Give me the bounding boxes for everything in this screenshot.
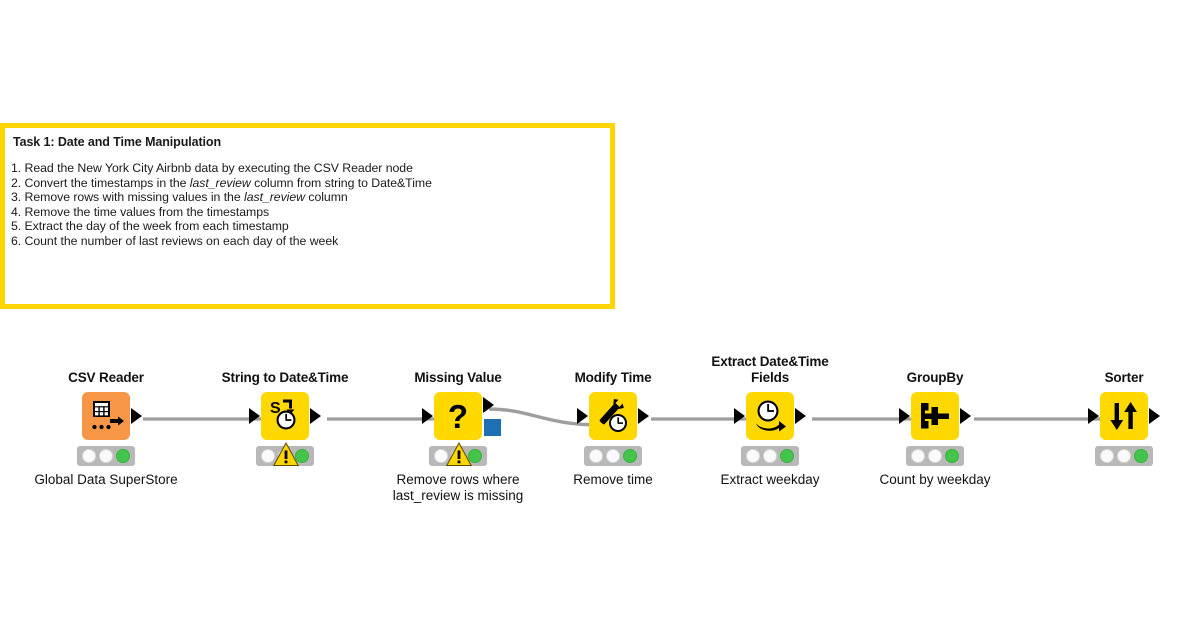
node-sublabel: Global Data SuperStore: [34, 472, 178, 487]
node-icon-box[interactable]: [911, 392, 959, 440]
node-icon-box[interactable]: S: [261, 392, 309, 440]
status-led-idle: [1099, 449, 1114, 463]
node-input-port[interactable]: [899, 408, 910, 424]
status-led-executed: [780, 449, 795, 463]
node-status-bar: [429, 442, 487, 466]
warning-triangle-icon[interactable]: [446, 442, 472, 467]
status-led-idle: [588, 449, 603, 463]
annotation-line: 5. Extract the day of the week from each…: [11, 219, 289, 233]
node-status-bar: [741, 446, 799, 466]
node-extract-datetime-fields[interactable]: Extract Date&Time Fields Extract weekday: [685, 354, 855, 488]
node-status-bar: [256, 442, 314, 466]
wrench-clock-icon: [599, 398, 627, 432]
node-status-bar: [1095, 446, 1153, 466]
node-icon-box[interactable]: [589, 392, 637, 440]
status-led-executed: [468, 449, 483, 463]
node-title: Missing Value: [414, 370, 502, 385]
node-input-port[interactable]: [577, 408, 588, 424]
node-output-port[interactable]: [1149, 408, 1160, 424]
node-icon-box[interactable]: [82, 392, 130, 440]
node-input-port[interactable]: [734, 408, 745, 424]
node-icon-box[interactable]: [746, 392, 794, 440]
node-output-port-data[interactable]: [483, 397, 494, 413]
node-groupby[interactable]: GroupBy Count by weekday: [850, 370, 1020, 488]
status-led-idle: [910, 449, 925, 463]
node-sublabel: Extract weekday: [720, 472, 820, 487]
status-led-idle: [433, 449, 448, 463]
node-status-bar: [584, 446, 642, 466]
annotation-line: 4. Remove the time values from the times…: [11, 204, 270, 219]
node-output-port[interactable]: [960, 408, 971, 424]
node-input-port[interactable]: [1088, 408, 1099, 424]
annotation-line: 1. Read the New York City Airbnb data by…: [11, 161, 413, 175]
status-led-executed: [623, 449, 638, 463]
svg-text:?: ?: [448, 398, 468, 435]
node-title: Sorter: [1104, 370, 1144, 385]
node-title: GroupBy: [906, 370, 964, 385]
status-led-idle: [745, 449, 760, 463]
node-sublabel: Count by weekday: [879, 472, 991, 487]
node-missing-value[interactable]: Missing Value ? Remove rows where last_r…: [373, 370, 543, 504]
status-led-idle: [81, 449, 96, 463]
node-icon-box[interactable]: [1100, 392, 1148, 440]
svg-text:S: S: [270, 400, 281, 417]
status-led-configured: [98, 449, 113, 463]
status-led-executed: [295, 449, 310, 463]
workflow-annotation-box[interactable]: Task 1: Date and Time Manipulation 1. Re…: [0, 123, 615, 309]
clock-arrow-icon: [756, 400, 786, 432]
node-string-to-datetime[interactable]: String to Date&Time S: [200, 370, 370, 472]
annotation-line: 6. Count the number of last reviews on e…: [11, 233, 339, 248]
status-led-executed: [1134, 449, 1149, 463]
node-output-port[interactable]: [310, 408, 321, 424]
node-output-port-secondary[interactable]: [484, 419, 501, 436]
status-led-configured: [927, 449, 942, 463]
node-sorter[interactable]: Sorter: [1039, 370, 1200, 472]
question-mark-icon: ?: [448, 398, 468, 435]
groupby-merge-icon: [921, 403, 949, 429]
node-status-bar: [77, 446, 135, 466]
node-title: String to Date&Time: [221, 370, 349, 385]
csv-table-icon: [92, 401, 124, 430]
node-title: CSV Reader: [68, 370, 144, 385]
node-status-bar: [906, 446, 964, 466]
node-output-port[interactable]: [795, 408, 806, 424]
node-csv-reader[interactable]: CSV Reader: [21, 370, 191, 488]
warning-triangle-icon[interactable]: [273, 442, 299, 467]
node-sublabel: Remove rows where last_review is missing: [392, 472, 524, 503]
status-led-configured: [605, 449, 620, 463]
status-led-configured: [1116, 449, 1131, 463]
string-to-datetime-icon: S: [270, 399, 296, 430]
annotation-line: 3. Remove rows with missing values in th…: [11, 190, 348, 204]
annotation-task-list: 1. Read the New York City Airbnb data by…: [11, 161, 606, 248]
sort-arrows-icon: [1110, 402, 1137, 430]
annotation-title: Task 1: Date and Time Manipulation: [13, 135, 221, 149]
status-led-executed: [116, 449, 131, 463]
node-output-port[interactable]: [638, 408, 649, 424]
node-input-port[interactable]: [422, 408, 433, 424]
node-title: Modify Time: [574, 370, 652, 385]
node-sublabel: Remove time: [573, 472, 653, 487]
node-input-port[interactable]: [249, 408, 260, 424]
status-led-executed: [945, 449, 960, 463]
node-modify-time[interactable]: Modify Time Remov: [528, 370, 698, 488]
node-icon-box[interactable]: ?: [434, 392, 482, 440]
node-title: Extract Date&Time Fields: [711, 354, 829, 385]
annotation-line: 2. Convert the timestamps in the last_re…: [11, 175, 432, 190]
status-led-configured: [762, 449, 777, 463]
status-led-idle: [260, 449, 275, 463]
node-output-port[interactable]: [131, 408, 142, 424]
